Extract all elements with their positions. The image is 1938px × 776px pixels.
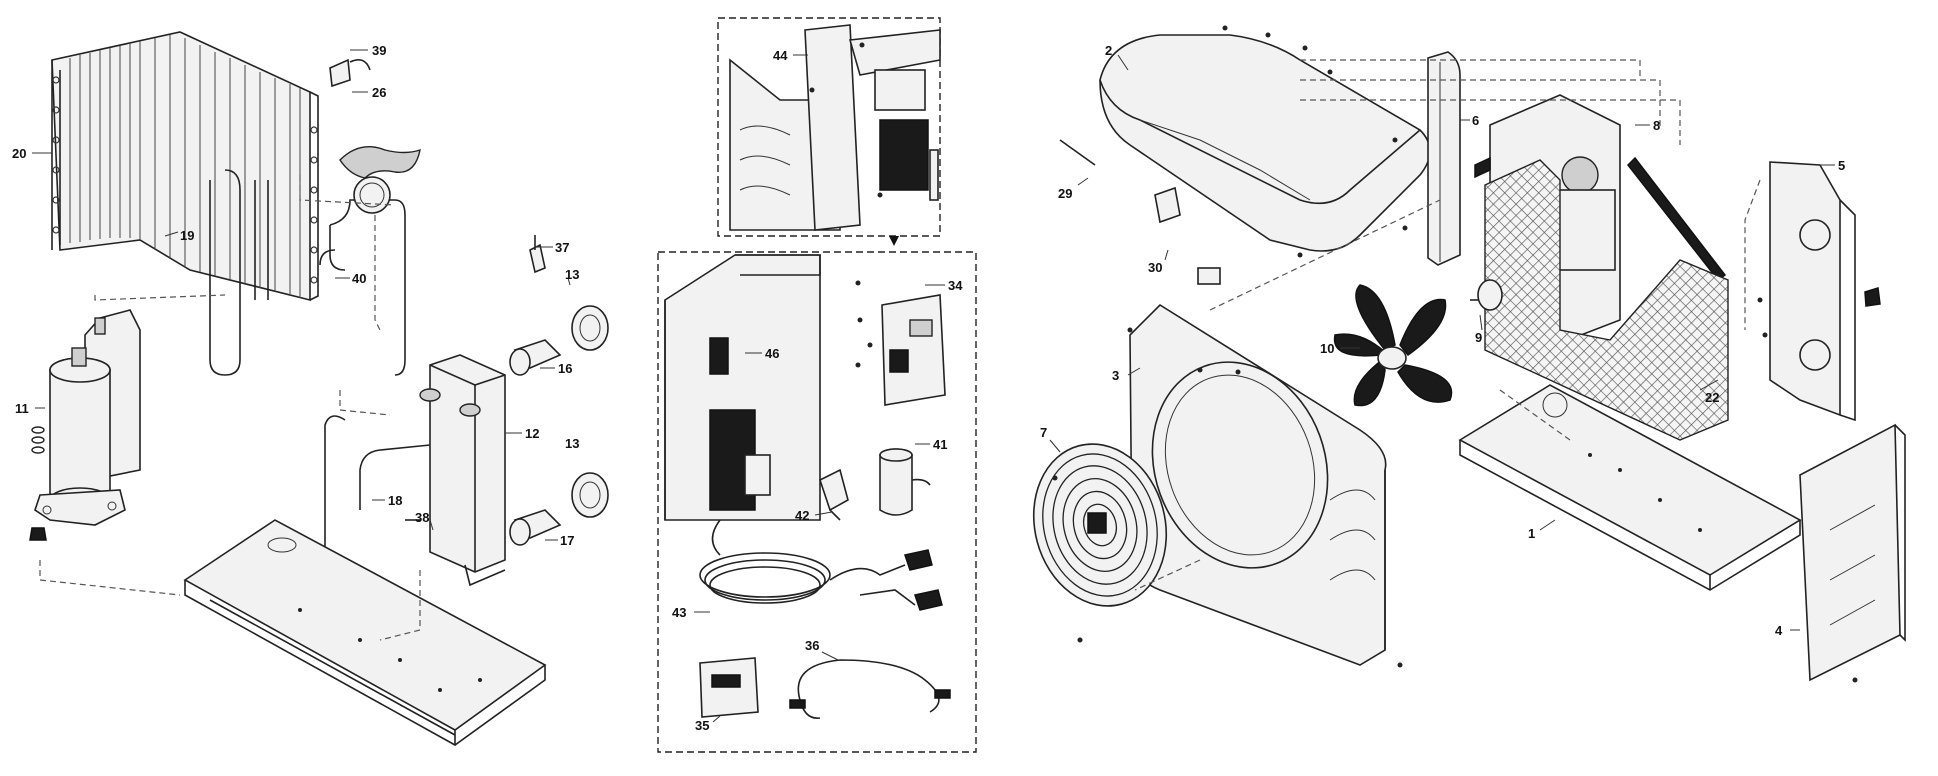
callout-19: 19 <box>180 228 194 243</box>
callout-30: 30 <box>1148 260 1162 275</box>
callout-12: 12 <box>525 426 539 441</box>
assembly-lines-right <box>1134 59 1761 591</box>
base-tray-left <box>183 519 547 746</box>
screws <box>1052 25 1858 683</box>
callout-36: 36 <box>805 638 819 653</box>
detail-arrow <box>889 236 899 246</box>
callout-17: 17 <box>560 533 574 548</box>
side-door-panel <box>1799 423 1906 682</box>
callout-46: 46 <box>765 346 779 361</box>
callouts-middle: 44 34 46 41 42 43 36 35 <box>672 48 963 733</box>
fan-motor <box>1470 279 1503 311</box>
heat-exchanger <box>419 354 506 587</box>
mesh-screen <box>1484 159 1729 441</box>
base-tray-right <box>1458 384 1802 591</box>
callout-34: 34 <box>948 278 963 293</box>
fan-guard <box>1032 443 1168 607</box>
insulation-pad <box>339 146 421 179</box>
callout-18: 18 <box>388 493 402 508</box>
ribbon-cable <box>789 659 951 719</box>
callout-1: 1 <box>1528 526 1535 541</box>
sensor-clip <box>329 58 371 88</box>
fan-blade <box>1333 284 1453 407</box>
control-panel-inset <box>729 24 941 231</box>
evaporator-coil <box>51 31 319 302</box>
relay <box>819 468 849 521</box>
callout-13-bottom: 13 <box>565 436 579 451</box>
top-cover <box>1099 34 1431 252</box>
compressor <box>34 309 141 526</box>
assembly-lines-left <box>39 175 421 641</box>
display-module <box>699 657 759 718</box>
capacitor <box>879 448 931 516</box>
callout-40: 40 <box>352 271 366 286</box>
liquid-receiver <box>319 176 406 376</box>
callouts-right: 2 6 8 5 29 30 9 10 3 22 7 1 4 <box>1040 43 1845 638</box>
side-post <box>1427 51 1461 266</box>
callout-26: 26 <box>372 85 386 100</box>
callout-7: 7 <box>1040 425 1047 440</box>
callout-8: 8 <box>1653 118 1660 133</box>
callout-22: 22 <box>1705 390 1719 405</box>
front-panel <box>1129 303 1387 666</box>
callout-13-top: 13 <box>565 267 579 282</box>
callout-38: 38 <box>415 510 429 525</box>
callout-9: 9 <box>1475 330 1482 345</box>
left-assembly: 20 39 26 19 40 37 13 16 11 12 13 18 38 <box>12 31 609 746</box>
callout-4: 4 <box>1775 623 1783 638</box>
callout-41: 41 <box>933 437 947 452</box>
water-connections <box>509 235 609 546</box>
right-assembly: 2 6 8 5 29 30 9 10 3 22 7 1 4 <box>1032 25 1906 683</box>
washers <box>29 426 47 541</box>
callout-16: 16 <box>558 361 572 376</box>
middle-assembly: 44 34 46 41 42 43 36 35 <box>657 17 977 753</box>
callout-35: 35 <box>695 718 709 733</box>
pcb-board <box>855 280 946 406</box>
callout-42: 42 <box>795 508 809 523</box>
callout-44: 44 <box>773 48 788 63</box>
callout-11: 11 <box>15 401 29 416</box>
detail-box-top <box>717 17 941 237</box>
side-panel-right <box>1769 161 1881 422</box>
callout-39: 39 <box>372 43 386 58</box>
callout-37: 37 <box>555 240 569 255</box>
capillary-pipes <box>209 169 269 376</box>
callout-10: 10 <box>1320 341 1334 356</box>
control-panel-detail <box>664 254 821 521</box>
callout-2: 2 <box>1105 43 1112 58</box>
callout-20: 20 <box>12 146 26 161</box>
callout-29: 29 <box>1058 186 1072 201</box>
detail-box-bottom <box>657 251 977 753</box>
sensor-and-display <box>1059 139 1221 285</box>
callout-3: 3 <box>1112 368 1119 383</box>
callout-43: 43 <box>672 605 686 620</box>
callouts-left: 20 39 26 19 40 37 13 16 11 12 13 18 38 <box>12 43 579 548</box>
callout-5: 5 <box>1838 158 1845 173</box>
callout-6: 6 <box>1472 113 1479 128</box>
power-cable <box>699 519 943 611</box>
